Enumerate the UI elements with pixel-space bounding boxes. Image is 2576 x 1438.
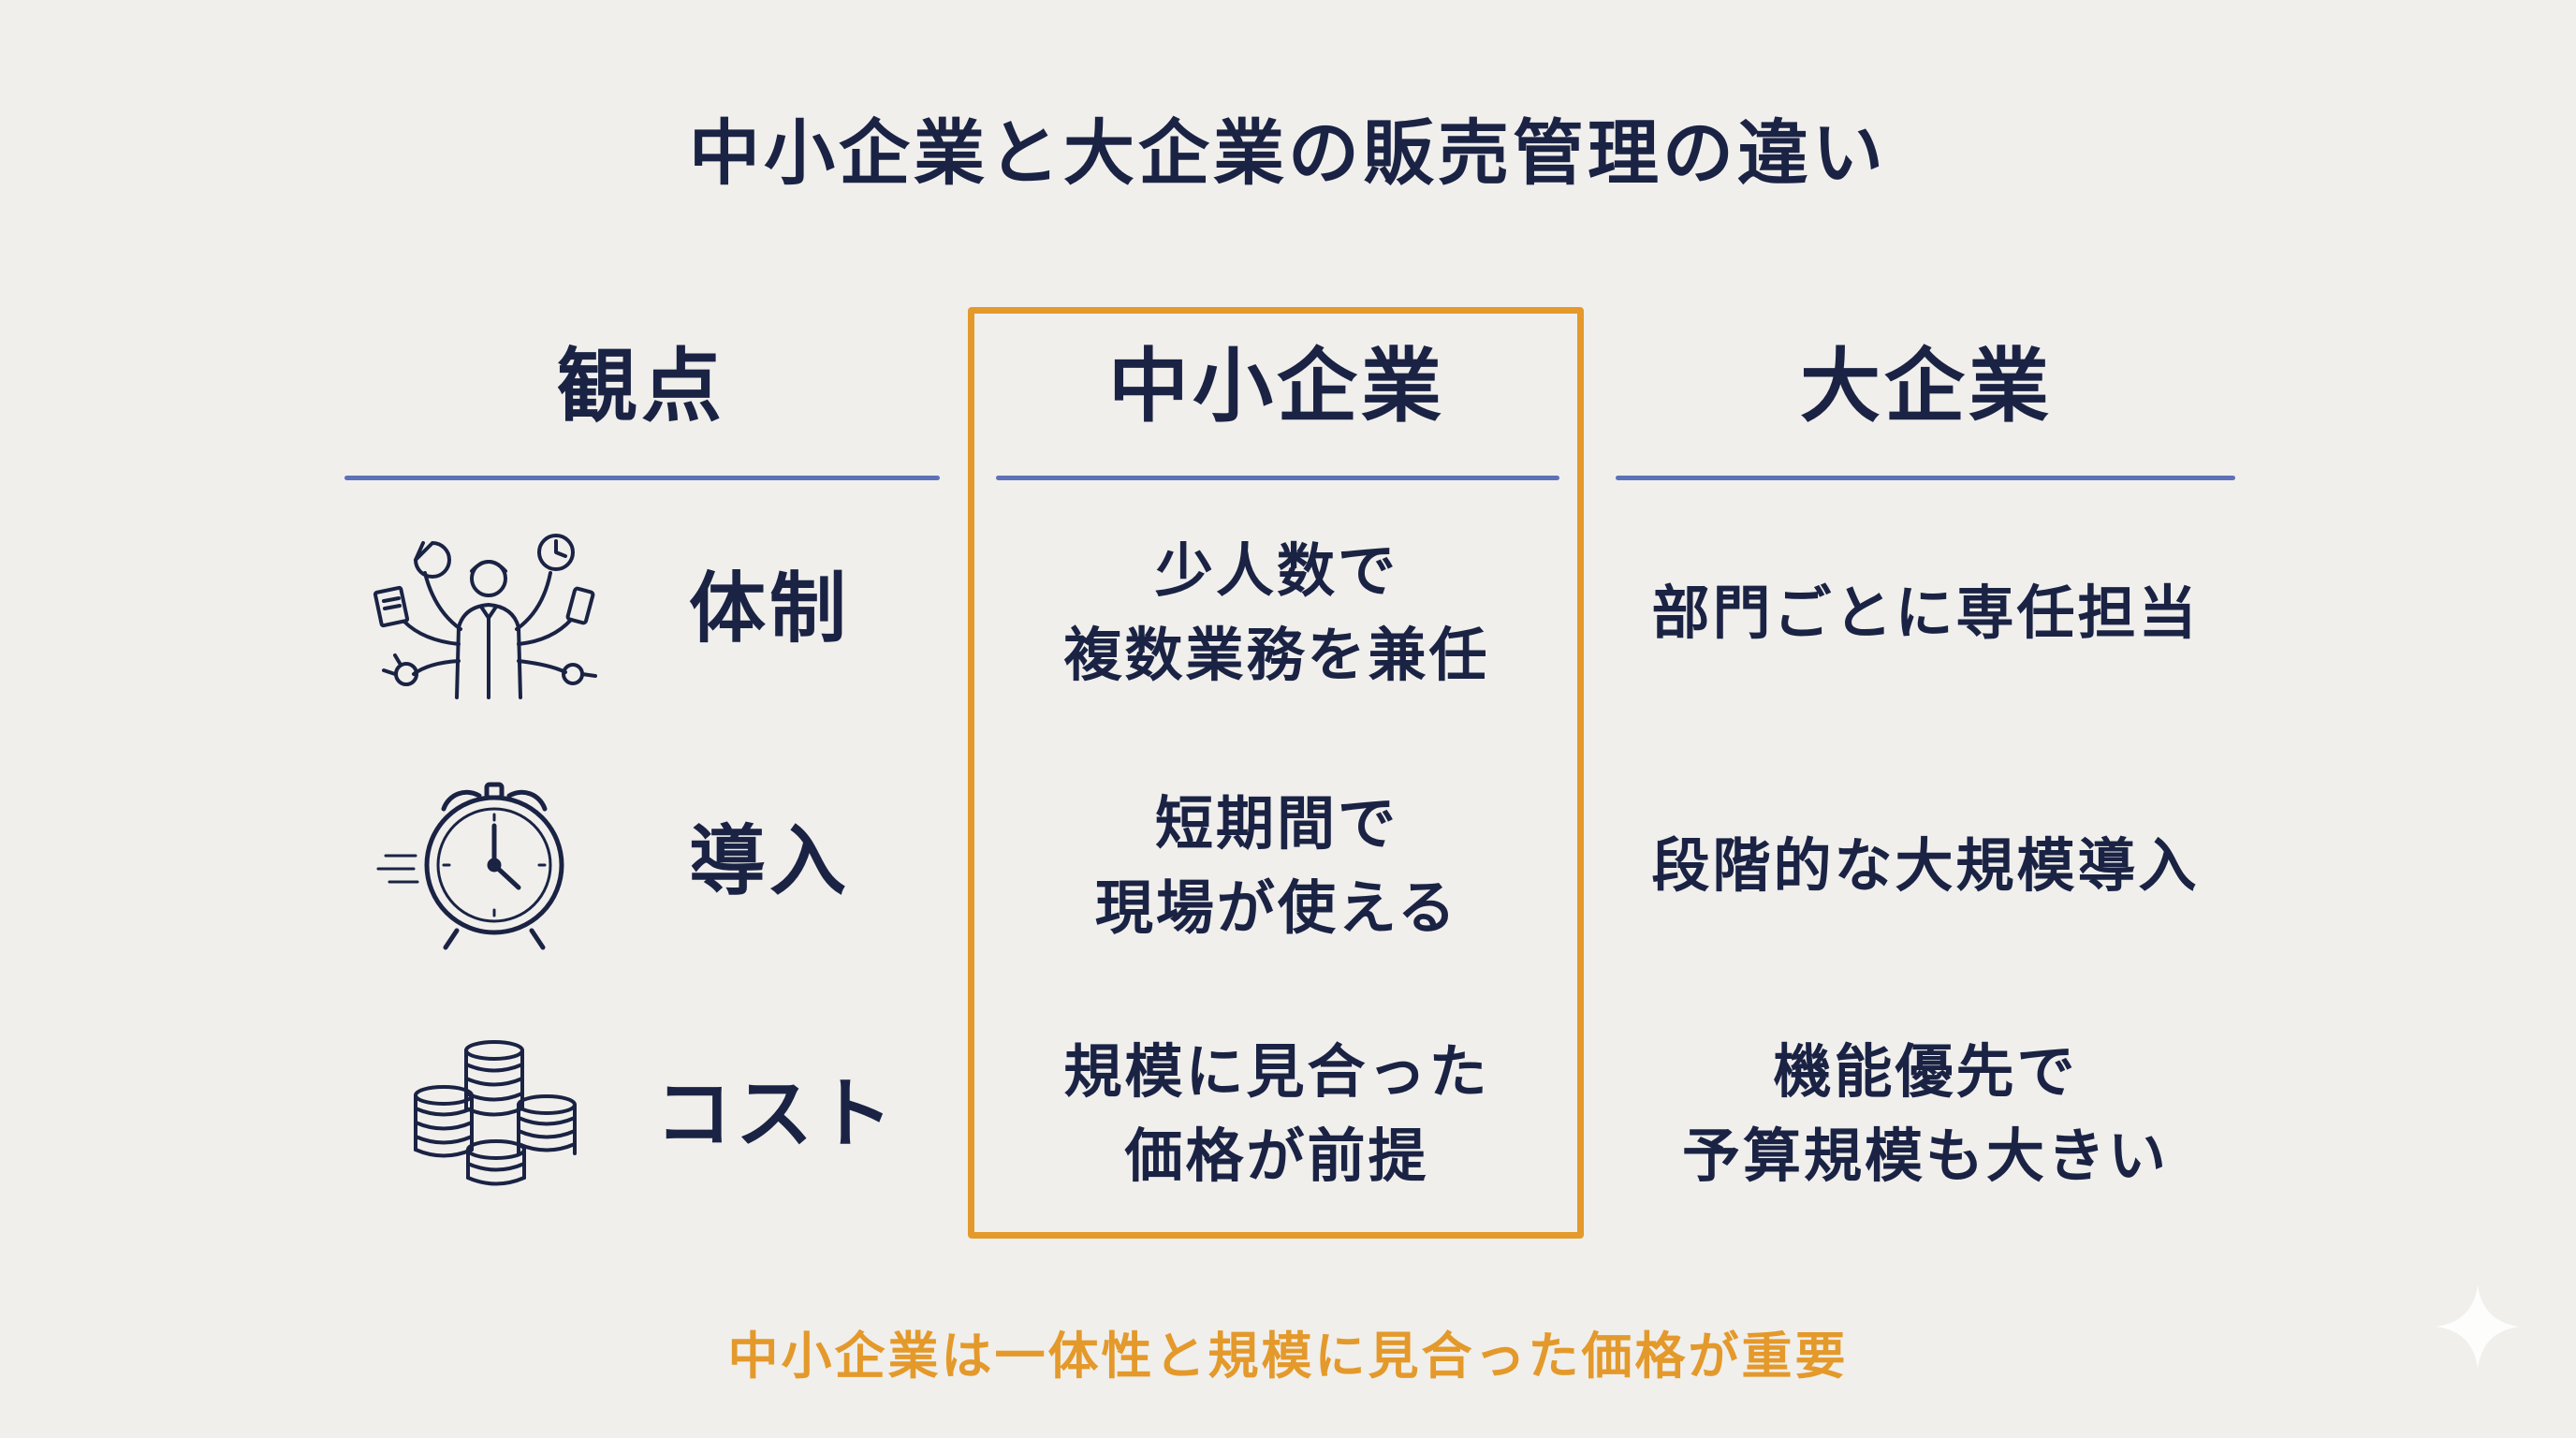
large-cost-cell: 機能優先で 予算規模も大きい [1616,1025,2235,1203]
row-label-cost: コスト [655,1070,898,1159]
header-divider-large [1616,476,2235,480]
page-title: 中小企業と大企業の販売管理の違い [689,111,1887,195]
sme-introduction-cell: 短期間で 現場が使える [996,777,1558,955]
large-introduction-cell: 段階的な大規模導入 [1616,777,2235,955]
coin-stacks-icon [412,1039,580,1189]
column-header-sme: 中小企業 [1108,340,1445,433]
alarm-clock-icon [376,779,582,957]
sme-cost-text: 規模に見合った 価格が前提 [1063,1037,1490,1190]
summary-footer: 中小企業は一体性と規模に見合った価格が重要 [727,1327,1849,1386]
column-header-large: 大企業 [1800,340,2053,433]
sme-highlight-box [968,307,1584,1239]
multitasking-person-icon [367,524,601,702]
sme-structure-cell: 少人数で 複数業務を兼任 [996,524,1558,702]
large-structure-cell: 部門ごとに専任担当 [1616,524,2235,702]
sparkle-icon [2436,1284,2520,1372]
row-label-structure: 体制 [689,565,851,653]
row-label-introduction: 導入 [689,817,851,906]
sme-cost-cell: 規模に見合った 価格が前提 [996,1025,1558,1203]
header-divider-sme [996,476,1559,480]
column-header-aspect: 観点 [557,340,725,433]
sme-introduction-text: 短期間で 現場が使える [1094,789,1459,942]
header-divider-aspect [344,476,940,480]
large-introduction-text: 段階的な大規模導入 [1651,831,2200,901]
large-cost-text: 機能優先で 予算規模も大きい [1681,1037,2169,1190]
large-structure-text: 部門ごとに専任担当 [1651,579,2200,648]
sme-structure-text: 少人数で 複数業務を兼任 [1063,536,1490,689]
